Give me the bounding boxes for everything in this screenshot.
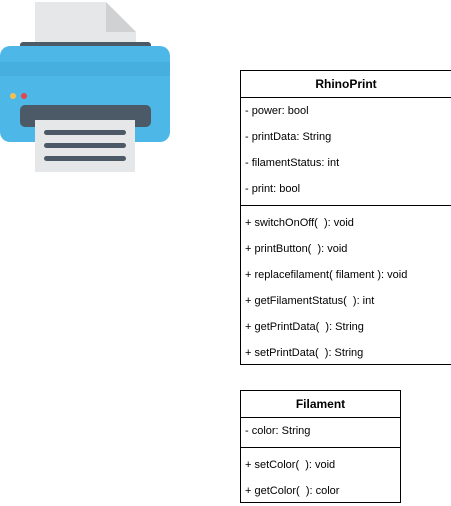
attribute-row: - filamentStatus: int xyxy=(245,157,340,169)
class-title: RhinoPrint xyxy=(241,71,451,98)
operation-row: + setColor( ): void xyxy=(245,459,336,471)
attribute-row: - printData: String xyxy=(245,131,332,143)
attribute-row: - color: String xyxy=(245,425,311,437)
operation-row: + getPrintData( ): String xyxy=(245,321,364,333)
attribute-row: - print: bool xyxy=(245,183,301,195)
attributes-section: - power: bool - printData: String - fila… xyxy=(241,98,451,206)
operations-section: + switchOnOff( ): void + printButton( ):… xyxy=(241,206,451,364)
attributes-section: - color: String xyxy=(241,418,400,448)
paper-fold xyxy=(106,2,136,32)
printer-icon xyxy=(0,2,170,172)
printer-body-shade xyxy=(0,62,170,76)
paper-line-3 xyxy=(44,156,126,161)
operations-section: + setColor( ): void + getColor( ): color xyxy=(241,448,400,502)
operation-row: + switchOnOff( ): void xyxy=(245,217,354,229)
led-red xyxy=(21,93,27,99)
paper-line-1 xyxy=(44,130,126,135)
operation-row: + getColor( ): color xyxy=(245,485,340,497)
operation-row: + getFilamentStatus( ): int xyxy=(245,295,375,307)
class-rhinoprint[interactable]: RhinoPrint - power: bool - printData: St… xyxy=(240,70,451,365)
operation-row: + printButton( ): void xyxy=(245,243,348,255)
led-yellow xyxy=(10,93,16,99)
operation-row: + replacefilament( filament ): void xyxy=(245,269,408,281)
class-title: Filament xyxy=(241,391,400,418)
paper-line-2 xyxy=(44,143,126,148)
operation-row: + setPrintData( ): String xyxy=(245,347,364,359)
class-filament[interactable]: Filament - color: String + setColor( ): … xyxy=(240,390,401,503)
attribute-row: - power: bool xyxy=(245,105,309,117)
